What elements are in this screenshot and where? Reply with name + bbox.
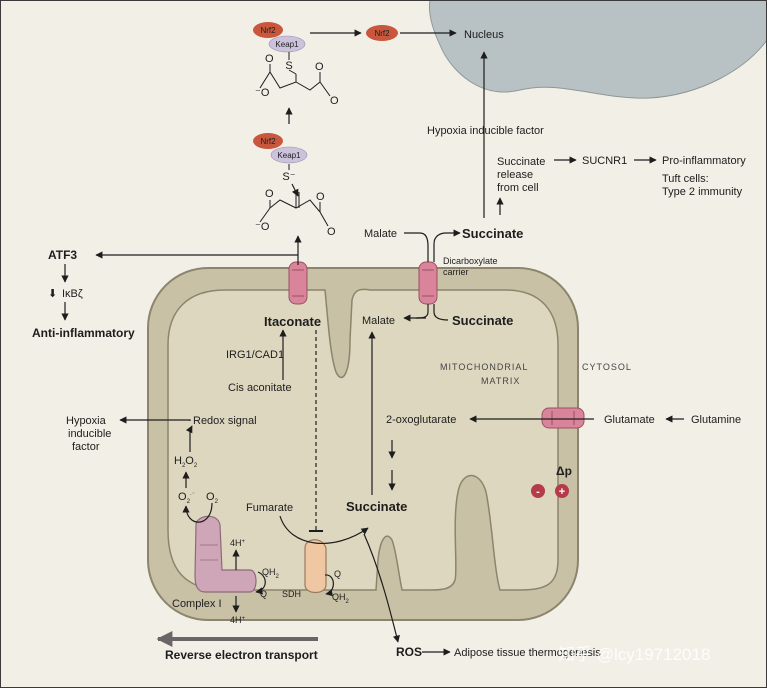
redox-signal-label: Redox signal [193,415,257,427]
pro-inflammatory-label: Pro-inflammatory [662,155,746,167]
arrow-malate-outside [404,232,429,262]
ros-label: ROS [396,645,422,659]
nrf2-free: Nrf2 [366,25,398,41]
arrow-succinate-to-ros [363,533,400,643]
sdh-q-label: Q [334,569,341,579]
tuft-cells-line2: Type 2 immunity [662,186,743,198]
o-label-4: O [265,188,274,200]
arrow-malate-inside-carrier [415,304,429,319]
ikbz-label: IκBζ [62,288,83,300]
o2-label: O2 [206,491,219,505]
keap1-label: Keap1 [275,40,299,49]
cis-aconitate-label: Cis aconitate [228,382,292,394]
succinate-release-line3: from cell [497,182,539,194]
nrf2-keap1-lower: Nrf2 Keap1 [253,133,308,164]
succinate-outside-label: Succinate [462,226,523,241]
sucnr1-label: SUCNR1 [582,155,627,167]
arrow-s-down [291,183,299,197]
nucleus-shape [429,0,767,99]
reverse-electron-label: Reverse electron transport [165,648,318,662]
hif-left-line2: inducible [68,428,111,440]
arrow-succinate-outside [433,229,461,262]
sdh-label: SDH [282,589,301,599]
tuft-cells-line1: Tuft cells: [662,173,709,185]
succinate-inside-label: Succinate [452,313,513,328]
four-h-bottom-label: 4H+ [230,615,246,625]
nrf2-label: Nrf2 [260,26,276,35]
sulfur-anion-label: S⁻ [282,171,295,183]
malate-inside-label: Malate [362,315,395,327]
cytosol-label: CYTOSOL [582,362,632,372]
arrow-redox-to-hif [119,416,191,424]
o-label-6: O [327,226,336,238]
succinate-center-label: Succinate [346,499,407,514]
delta-p-label: Δp [556,464,572,478]
arrow-fumarate-succinate [279,515,369,544]
hif-left-line3: factor [72,441,100,453]
minus-label: - [536,486,540,498]
o-label-1: O [265,53,274,65]
o-label-3: O [330,95,339,107]
nrf2-label-2: Nrf2 [260,137,276,146]
arrow-succinate-inside [433,304,449,321]
mito-matrix-line2: MATRIX [481,376,520,386]
dicarboxylate-line2: carrier [443,267,469,277]
sdh-qh2-label: QH2 [332,592,350,605]
q-label: Q [260,589,267,599]
mito-matrix-line1: MITOCHONDRIAL [440,362,528,372]
glutamine-label: Glutamine [691,414,741,426]
ikbz-down-marker: ⬇ [48,288,57,300]
nrf2-free-label: Nrf2 [374,29,390,38]
o-label-2: O [315,61,324,73]
complex-i [194,515,257,593]
arrow-sdh-q [324,574,334,597]
anti-inflammatory-label: Anti-inflammatory [32,326,135,340]
h2o2-label: H2O2 [174,455,198,469]
nrf2-keap1-top: Nrf2 Keap1 [253,22,306,53]
hif-left-line1: Hypoxia [66,415,107,427]
itaconate-transporter [288,261,308,305]
o-label-5: O [316,191,325,203]
keap1-label-2: Keap1 [277,151,301,160]
o2-radical-label: O2·⁻ [178,491,195,505]
succinate-release-line2: release [497,169,533,181]
anion-o-label-2: ⁻O [255,221,270,233]
hif-top-label: Hypoxia inducible factor [427,125,544,137]
glutamate-transporter [541,407,585,429]
sulfur-label: S [285,60,292,72]
plus-marker [555,484,569,498]
itaconate-molecule [259,164,329,227]
qh2-label: QH2 [262,567,280,580]
dicarboxylate-line1: Dicarboxylate [443,256,498,266]
itaconate-label: Itaconate [264,314,321,329]
sdh-complex [304,539,327,594]
anion-o-label-1: ⁻O [255,87,270,99]
nucleus-label: Nucleus [464,29,504,41]
malate-outside-label: Malate [364,228,397,240]
glutamate-label: Glutamate [604,414,655,426]
arrow-qh2-to-q [255,571,266,595]
watermark: 知乎 @lcy19712018 [558,645,710,664]
complex-i-label: Complex I [172,598,222,610]
arrow-h2o2-to-redox [185,425,193,452]
mitochondrion-inner-membrane [167,288,559,591]
succinate-release-line1: Succinate [497,156,545,168]
atf3-label: ATF3 [48,248,77,262]
dicarboxylate-carrier [418,261,438,305]
adipose-label: Adipose tissue thermogenesis [454,647,601,659]
arrow-o2-to-o2r [182,502,213,523]
four-h-top-label: 4H+ [230,538,246,548]
irg1-label: IRG1/CAD1 [226,349,284,361]
alkylated-itaconate-molecule [259,52,331,97]
minus-marker [531,484,545,498]
plus-label: + [559,486,565,498]
fumarate-label: Fumarate [246,502,293,514]
oxoglutarate-label: 2-oxoglutarate [386,414,456,426]
